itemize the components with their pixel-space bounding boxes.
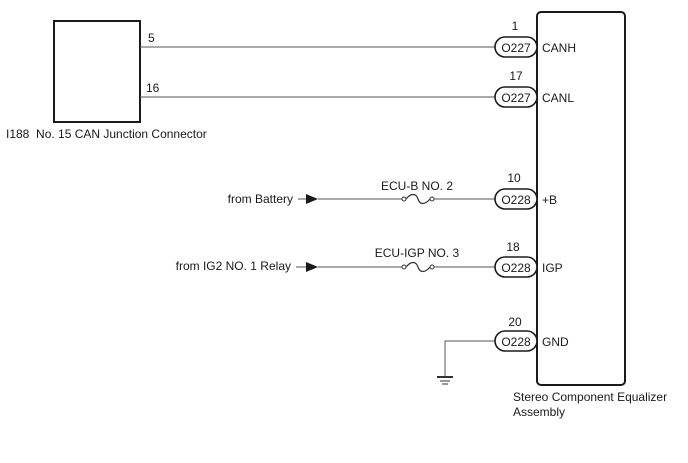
terminal-name: +B — [542, 193, 557, 207]
terminal-name: GND — [542, 335, 569, 349]
terminal-name: CANH — [542, 41, 576, 55]
terminal-pin-number: 18 — [506, 240, 520, 254]
terminal-pin-number: 10 — [507, 171, 521, 185]
connector-code: O227 — [501, 41, 531, 55]
terminal-pin-number: 1 — [512, 19, 519, 33]
source-label-ig2: from IG2 NO. 1 Relay — [176, 259, 291, 273]
arrow-right-icon — [306, 194, 318, 204]
arrow-right-icon — [306, 262, 318, 272]
battery-circuit: from Battery ECU-B NO. 2 — [228, 179, 496, 206]
equalizer-label-line2: Assembly — [513, 405, 565, 419]
connector-pill — [494, 86, 538, 108]
equalizer-assembly: Stereo Component Equalizer Assembly — [513, 11, 667, 419]
terminal-pin-number: 17 — [509, 69, 523, 83]
connector-pill — [494, 188, 538, 210]
equalizer-label-line1: Stereo Component Equalizer — [513, 390, 667, 404]
terminal-pin-number: 20 — [508, 315, 522, 329]
connector-pill — [494, 36, 538, 58]
connector-pill — [494, 256, 538, 278]
fuse-label-ecu-b: ECU-B NO. 2 — [381, 179, 453, 193]
source-label-battery: from Battery — [228, 192, 293, 206]
terminal-gnd: 20 O228 GND — [494, 315, 569, 352]
connector-code: O228 — [501, 261, 531, 275]
junction-pin-5: 5 — [148, 31, 155, 45]
junction-connector: 5 16 I188 No. 15 CAN Junction Connector — [6, 20, 207, 141]
fuse-icon — [401, 193, 435, 205]
ground-icon — [437, 376, 453, 385]
fuse-label-ecu-igp: ECU-IGP NO. 3 — [375, 246, 460, 260]
terminal-name: CANL — [542, 91, 574, 105]
wire-ground — [444, 340, 496, 376]
junction-pin-16: 16 — [146, 81, 160, 95]
connector-code: O227 — [501, 91, 531, 105]
connector-code: O228 — [501, 335, 531, 349]
terminal-canh: 1 O227 CANH — [494, 19, 576, 58]
terminal-canl: 17 O227 CANL — [494, 69, 574, 108]
connector-code: O228 — [501, 193, 531, 207]
ground-circuit — [437, 340, 496, 385]
terminal-igp: 18 O228 IGP — [494, 240, 563, 278]
connector-pill — [494, 330, 538, 352]
fuse-icon — [401, 261, 435, 273]
junction-connector-label: I188 No. 15 CAN Junction Connector — [6, 127, 207, 141]
terminal-plus-b: 10 O228 +B — [494, 171, 557, 210]
terminal-name: IGP — [542, 261, 563, 275]
ig2-circuit: from IG2 NO. 1 Relay ECU-IGP NO. 3 — [176, 246, 496, 273]
junction-connector-box — [53, 20, 141, 123]
